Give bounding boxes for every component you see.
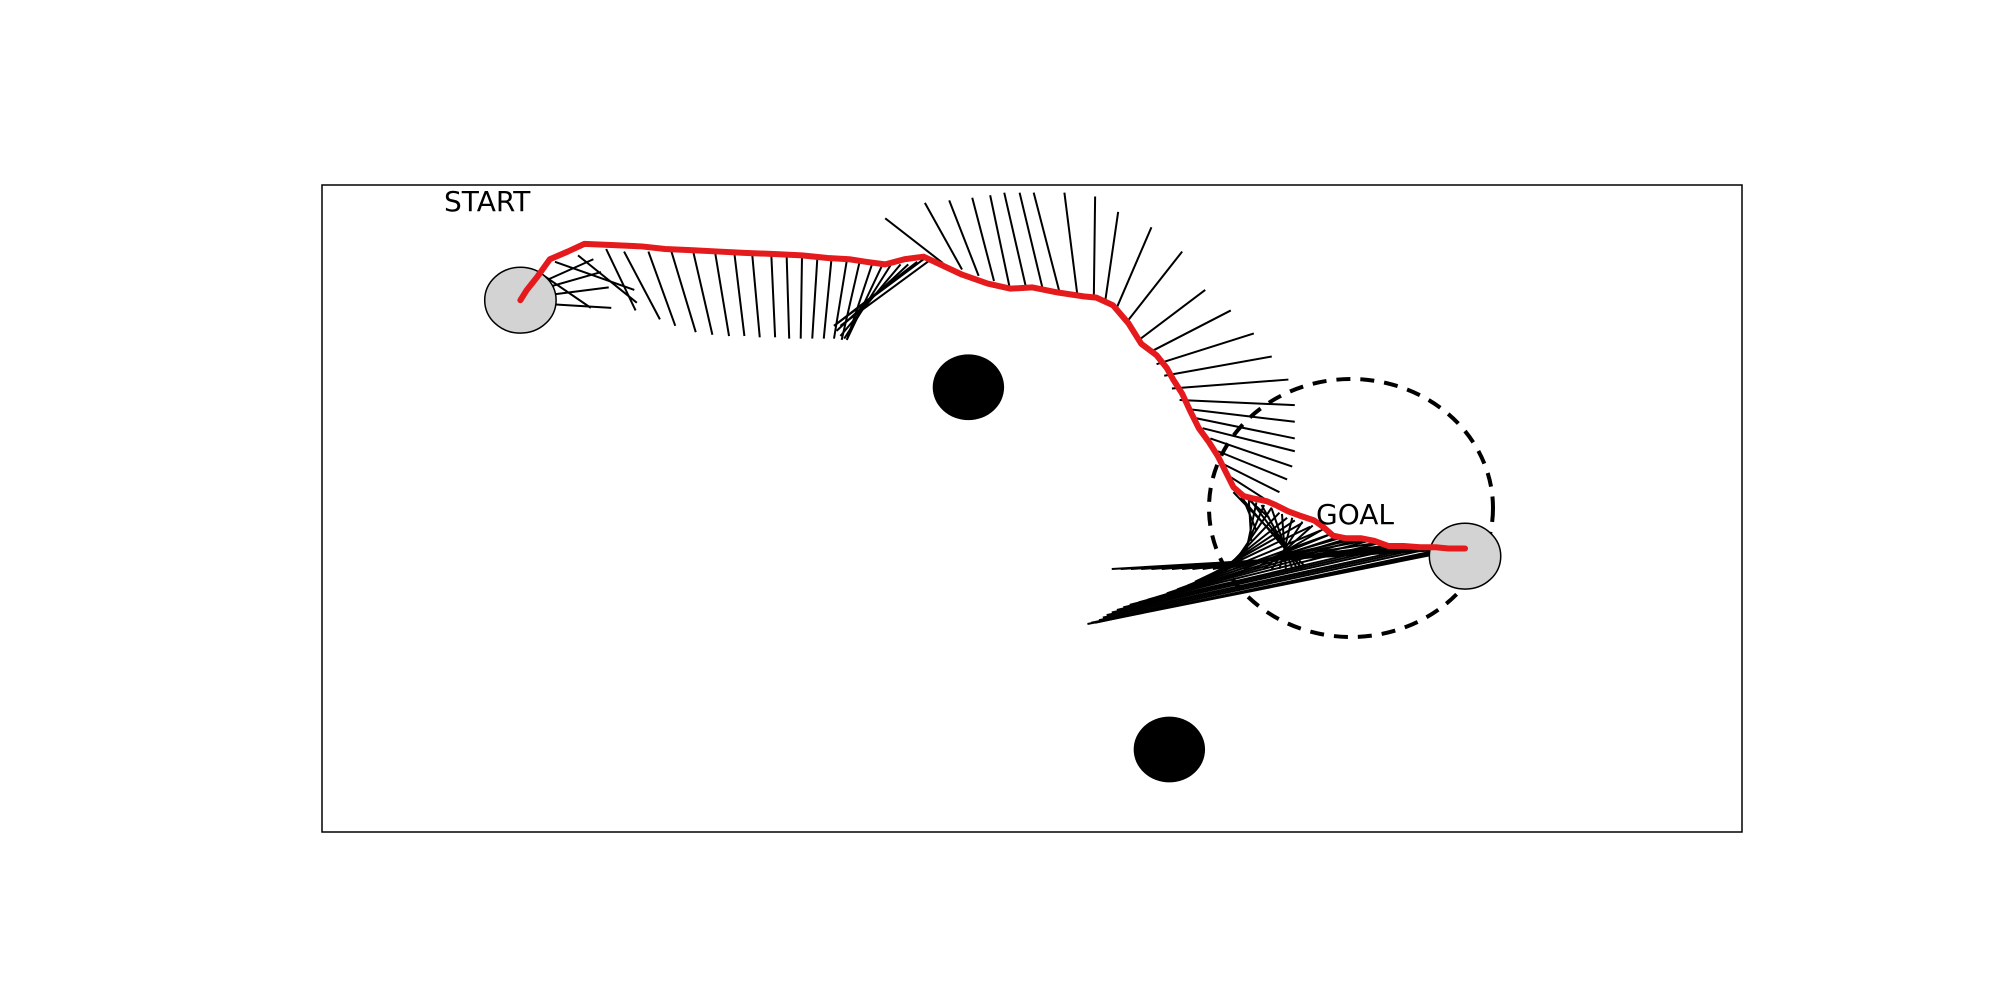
heading-line-38 bbox=[1063, 192, 1079, 294]
heading-line-34 bbox=[989, 195, 1011, 287]
heading-line-93 bbox=[1243, 532, 1334, 570]
heading-line-5 bbox=[554, 260, 635, 291]
heading-line-10 bbox=[670, 251, 697, 333]
heading-line-76 bbox=[1111, 544, 1408, 614]
heading-line-29 bbox=[839, 258, 932, 327]
heading-line-82 bbox=[1087, 547, 1464, 626]
heading-line-44 bbox=[1148, 309, 1232, 354]
heading-line-50 bbox=[1194, 416, 1296, 440]
heading-line-92 bbox=[1253, 528, 1324, 570]
heading-line-48 bbox=[1179, 399, 1295, 407]
heading-line-77 bbox=[1106, 546, 1418, 617]
heading-line-11 bbox=[692, 251, 714, 335]
heading-line-8 bbox=[623, 251, 661, 320]
heading-line-78 bbox=[1102, 546, 1427, 619]
heading-line-41 bbox=[1114, 226, 1153, 311]
heading-line-49 bbox=[1187, 408, 1295, 423]
obstacles bbox=[932, 354, 1206, 783]
obstacle-2 bbox=[1133, 716, 1206, 783]
heading-line-94 bbox=[1233, 536, 1344, 570]
heading-line-45 bbox=[1156, 332, 1255, 366]
heading-line-19 bbox=[822, 259, 833, 339]
heading-line-32 bbox=[948, 199, 980, 277]
heading-line-53 bbox=[1217, 450, 1288, 481]
heading-line-72 bbox=[1138, 539, 1370, 604]
obstacle-1 bbox=[932, 354, 1005, 421]
heading-line-30 bbox=[884, 217, 944, 264]
heading-line-106 bbox=[1111, 547, 1466, 570]
end-footprint bbox=[1428, 522, 1502, 590]
heading-line-66 bbox=[1194, 525, 1311, 583]
goal-label: GOAL bbox=[1316, 498, 1394, 531]
heading-line-21 bbox=[840, 261, 861, 341]
heading-line-36 bbox=[1018, 192, 1044, 289]
heading-line-15 bbox=[770, 254, 777, 338]
workspace-frame bbox=[321, 184, 1743, 833]
heading-line-75 bbox=[1116, 544, 1398, 611]
heading-line-90 bbox=[1270, 521, 1304, 570]
heading-line-42 bbox=[1125, 250, 1183, 324]
heading-line-7 bbox=[605, 248, 637, 311]
heading-line-12 bbox=[713, 251, 731, 337]
heading-line-79 bbox=[1098, 546, 1438, 622]
heading-line-91 bbox=[1263, 524, 1314, 570]
heading-line-52 bbox=[1209, 437, 1293, 468]
heading-line-40 bbox=[1104, 211, 1120, 301]
heading-line-47 bbox=[1171, 378, 1289, 390]
start-label: START bbox=[444, 185, 531, 218]
heading-line-14 bbox=[751, 252, 761, 338]
heading-line-33 bbox=[971, 197, 995, 282]
heading-line-51 bbox=[1202, 427, 1296, 453]
planned-path bbox=[517, 240, 1469, 552]
heading-line-89 bbox=[1278, 517, 1294, 570]
heading-line-9 bbox=[647, 251, 677, 327]
heading-line-28 bbox=[833, 258, 925, 327]
heading-line-13 bbox=[733, 251, 746, 337]
heading-line-43 bbox=[1136, 289, 1206, 342]
heading-line-18 bbox=[811, 257, 819, 339]
heading-line-46 bbox=[1164, 355, 1272, 377]
heading-line-37 bbox=[1032, 192, 1061, 292]
heading-line-54 bbox=[1222, 463, 1280, 494]
heading-line-31 bbox=[924, 202, 963, 270]
goal-region bbox=[1207, 377, 1495, 639]
heading-line-20 bbox=[833, 260, 848, 339]
heading-line-35 bbox=[1003, 192, 1027, 288]
trajectory-heading-lines bbox=[526, 192, 1466, 626]
heading-line-39 bbox=[1092, 196, 1097, 297]
heading-line-4 bbox=[541, 273, 592, 309]
heading-line-17 bbox=[799, 256, 803, 339]
heading-line-16 bbox=[785, 255, 791, 339]
